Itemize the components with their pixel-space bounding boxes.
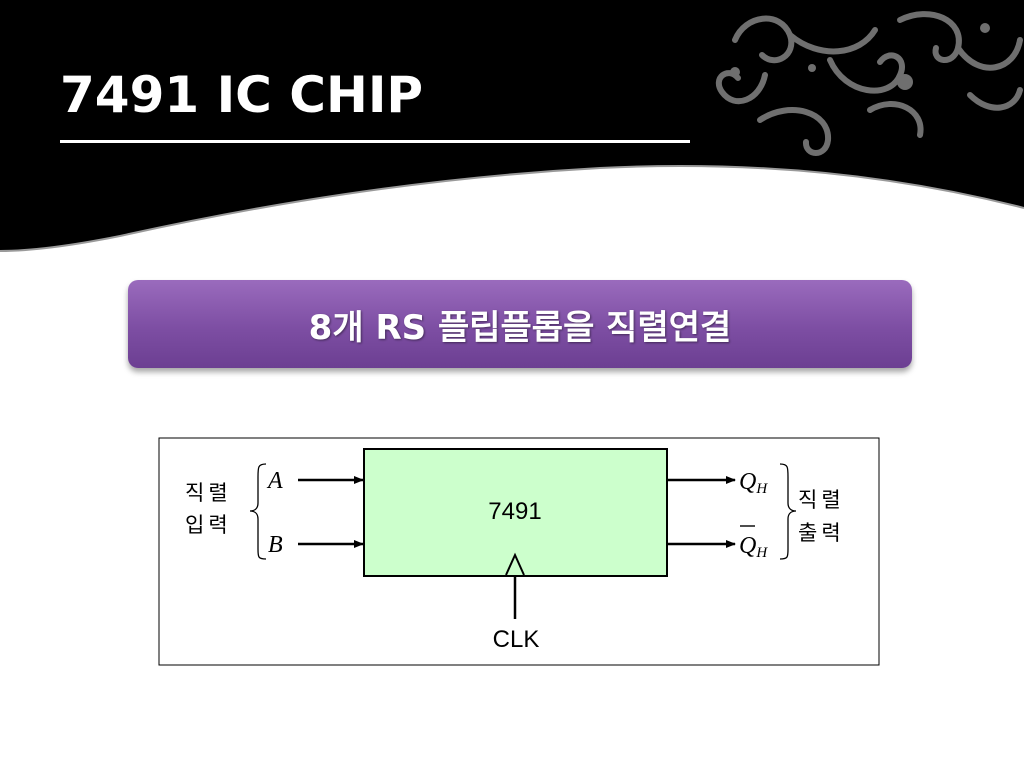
slide-title: 7491 IC CHIP	[60, 66, 424, 124]
output-qh-sub: H	[755, 481, 768, 497]
7491-block-diagram: 7491 직렬 입력 A B QH QH 직렬 출력 CLK	[158, 437, 880, 666]
clock-label: CLK	[493, 626, 540, 653]
decorative-swirl-icon	[715, 11, 1023, 156]
output-brace-icon	[779, 463, 797, 560]
subtitle-text: 8개 RS 플립플롭을 직렬연결	[308, 307, 732, 348]
header-background	[0, 0, 1024, 252]
output-group-label-line2: 출력	[798, 521, 845, 545]
title-underline	[60, 140, 690, 143]
input-brace-icon	[249, 463, 267, 560]
chip-label: 7491	[488, 498, 541, 525]
output-qh-bar-label: QH	[739, 533, 768, 561]
output-qh-label: QH	[739, 469, 768, 497]
subtitle-banner: 8개 RS 플립플롭을 직렬연결	[128, 280, 912, 368]
clock-triangle-icon	[505, 552, 525, 576]
input-b-label: B	[268, 532, 283, 558]
output-qh-bar-base: Q	[739, 533, 756, 559]
input-group-label-line2: 입력	[185, 513, 232, 537]
output-qh-base: Q	[739, 469, 756, 495]
output-group-label-line1: 직렬	[798, 488, 845, 512]
input-group-label-line1: 직렬	[185, 481, 232, 505]
output-qh-bar-sub: H	[755, 545, 768, 561]
input-a-label: A	[266, 468, 283, 494]
